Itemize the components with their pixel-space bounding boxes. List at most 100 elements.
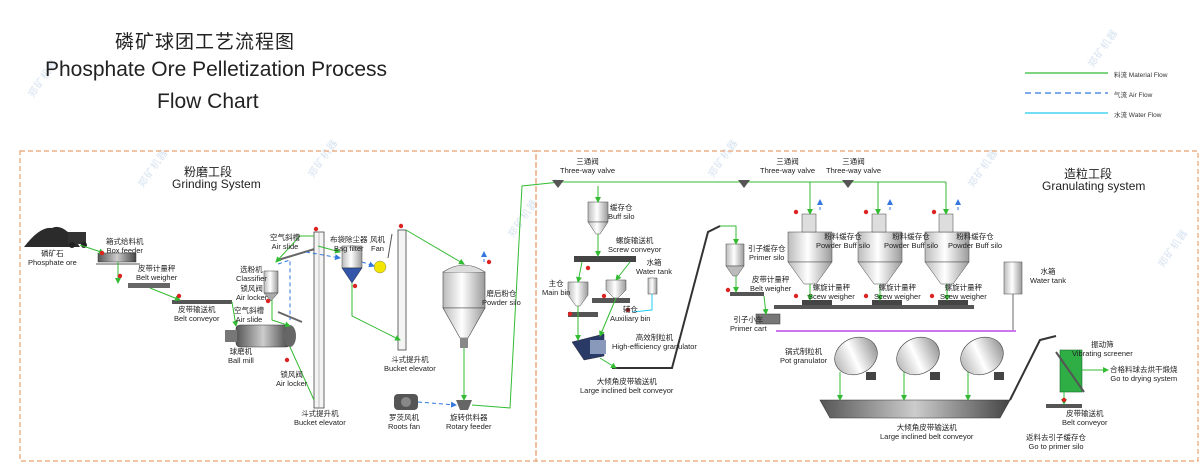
grinding-air-flows [277, 251, 457, 408]
auxiliary-bin-icon [605, 279, 627, 299]
powder-silo-icon [442, 264, 486, 348]
three-way-valve-2-icon [738, 180, 750, 188]
air-slide-mid-icon [277, 311, 303, 323]
grinding-section-title-cn: 粉磨工段 [184, 165, 233, 179]
primer-silo-icon [725, 243, 745, 277]
rotary-feeder-icon [456, 400, 472, 410]
screw-weigher-2-icon [872, 300, 902, 305]
classifier-icon [263, 270, 279, 302]
granulating-valves [567, 209, 1067, 403]
legend [1025, 72, 1108, 114]
belt-weigher-icon [128, 283, 170, 288]
weigher-belt-icon [774, 305, 974, 309]
legend-water-label: 水流 Water Flow [1114, 112, 1162, 119]
buff-silo-icon [587, 201, 609, 235]
belt-conveyor-2-icon [1046, 404, 1082, 408]
bag-filter-icon [341, 245, 363, 284]
ore-pile-icon [24, 226, 80, 247]
title-chinese: 磷矿球团工艺流程图 [115, 32, 296, 53]
three-way-valve-1-icon [552, 180, 564, 188]
powder-buff-silo-3-icon [924, 213, 970, 285]
three-way-valve-3-icon [842, 180, 854, 188]
large-inclined-conveyor-1-icon [612, 225, 721, 369]
screw-weigher-3-icon [938, 300, 968, 305]
water-tank-1-icon [647, 277, 658, 295]
granulating-material-flows [560, 181, 1109, 405]
high-efficiency-granulator-icon [571, 333, 606, 361]
legend-material-label: 料流 Material Flow [1114, 72, 1168, 79]
granulating-section-title-en: Granulating system [1042, 179, 1146, 193]
legend-air-label: 气流 Air Flow [1114, 92, 1153, 99]
granulating-air-flows [481, 199, 961, 262]
grinding-valves [99, 223, 492, 363]
screw-weigher-1-icon [802, 300, 832, 305]
main-bin-icon [567, 281, 589, 307]
vibrating-screener-icon [1055, 349, 1085, 393]
ball-mill-icon [225, 324, 296, 348]
granulating-water-flows [631, 294, 653, 313]
grinding-section-box [19, 150, 537, 462]
box-feeder-icon [97, 252, 137, 263]
bucket-elevator-2-icon [397, 229, 407, 351]
air-slide-top-icon [277, 247, 319, 261]
fan-icon [373, 260, 387, 274]
powder-buff-silo-1-icon [787, 213, 833, 285]
primer-belt-weigher-icon [730, 292, 764, 296]
water-tank-2-icon [1003, 261, 1023, 330]
title-english-line1: Phosphate Ore Pelletization Process [45, 58, 388, 81]
title-english-line2: Flow Chart [157, 90, 259, 113]
granulating-section-title-cn: 造粒工段 [1064, 167, 1113, 181]
pot-granulator-icons [834, 336, 1004, 376]
granulating-section-box [535, 150, 1199, 462]
screw-conveyor-icon [574, 256, 636, 262]
grinding-section-title-en: Grinding System [172, 177, 261, 191]
grinding-material-flows [79, 179, 561, 409]
roots-fan-icon [394, 394, 418, 410]
large-inclined-conveyor-2-icon [819, 399, 1011, 419]
loader-icon [68, 232, 86, 244]
belt-conveyor-icon [172, 300, 232, 304]
